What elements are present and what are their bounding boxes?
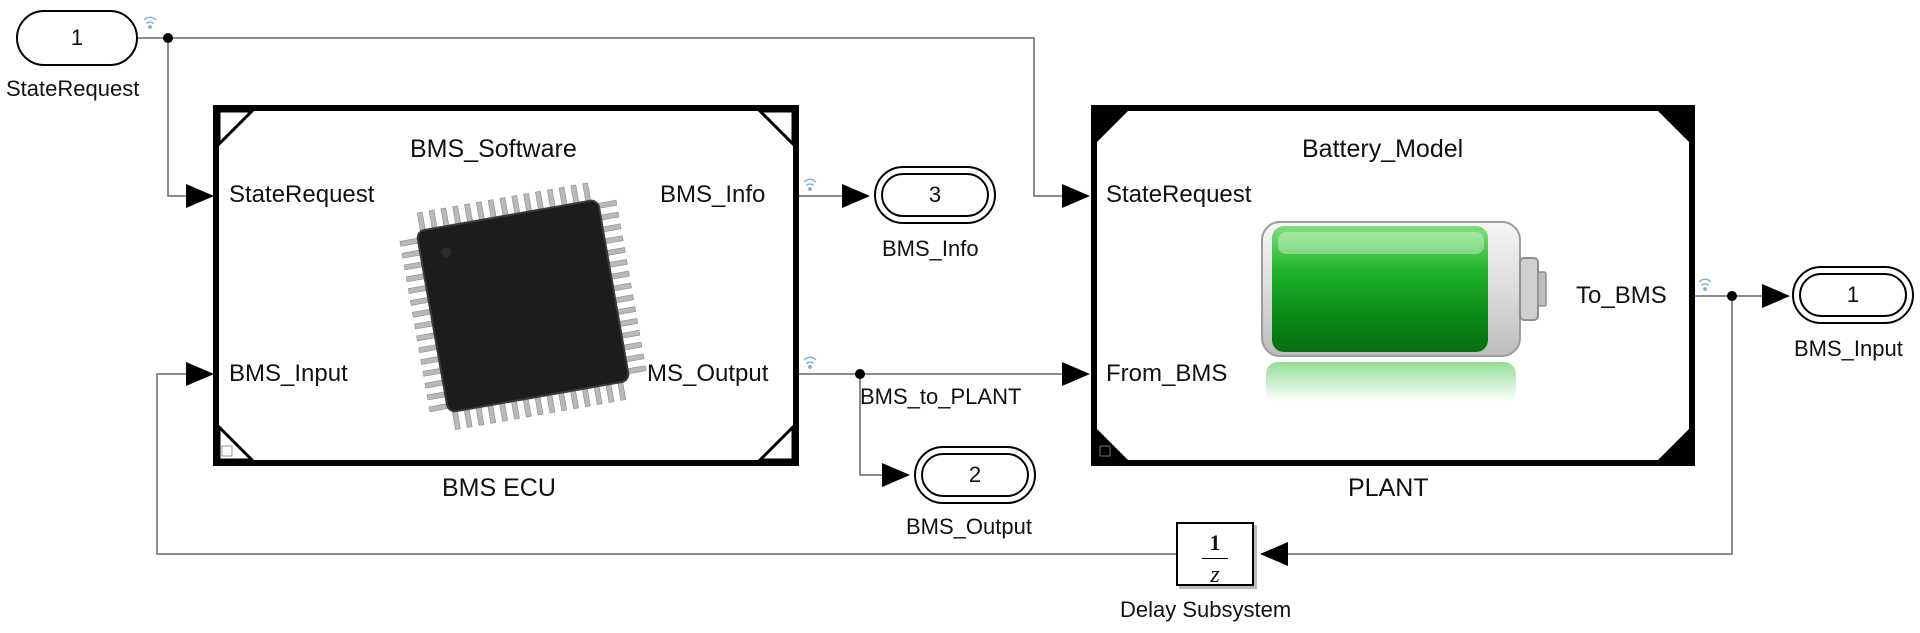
signal-bms-to-plant [798,373,1062,476]
plant-port-to-bms: To_BMS [1576,282,1667,309]
outport-number: 1 [1799,273,1907,317]
outport-bms-input[interactable]: 1 [1792,266,1914,324]
outport-bms-output-label: BMS_Output [906,514,1032,539]
branch-points [163,33,1737,379]
delay-block[interactable]: 1 z [1176,522,1254,588]
inport-staterequest-label: StateRequest [6,76,140,101]
signal-staterequest [136,37,1062,197]
bms-ecu-port-bms-output: MS_Output [647,360,769,387]
arrowhead [1062,184,1090,208]
branch-point [1727,291,1737,301]
signal-lines [136,37,1762,555]
branch-point [163,33,173,43]
signal-label-bms-to-plant: BMS_to_PLANT [860,384,1022,409]
arrowheads [186,184,1790,566]
delay-fraction-bar [1202,558,1228,559]
wifi-signal-icon [143,16,1712,369]
arrowhead [1260,542,1288,566]
microchip-icon [399,182,647,430]
bms-ecu-port-staterequest: StateRequest [229,181,375,208]
outport-bms-output[interactable]: 2 [914,446,1036,504]
outport-bms-input-label: BMS_Input [1794,336,1903,361]
inport-number: 1 [70,25,84,50]
delay-denominator: z [1210,562,1220,588]
plant-port-staterequest: StateRequest [1106,181,1252,208]
arrowhead [1762,284,1790,308]
arrowhead [842,184,870,208]
arrowhead [882,463,910,487]
bms-ecu-port-bms-info: BMS_Info [660,181,766,208]
outport-number: 2 [921,453,1029,497]
arrowhead [186,184,214,208]
plant-port-from-bms: From_BMS [1106,360,1228,387]
plant-title: Battery_Model [1302,135,1464,163]
bms-ecu-title: BMS_Software [410,135,577,163]
bms-ecu-name: BMS ECU [442,474,556,502]
bms-ecu-port-bms-input: BMS_Input [229,360,348,387]
battery-icon [1261,221,1547,402]
outport-bms-info[interactable]: 3 [874,166,996,224]
signal-delay-feedback [156,373,1176,555]
delay-label: Delay Subsystem [1120,597,1292,622]
branch-point [855,369,865,379]
arrowhead [186,362,214,386]
plant-name: PLANT [1348,474,1429,502]
inport-staterequest[interactable]: 1 [16,10,138,66]
delay-numerator: 1 [1209,530,1221,555]
outport-bms-info-label: BMS_Info [882,236,979,261]
arrowhead [1062,362,1090,386]
outport-number: 3 [881,173,989,217]
